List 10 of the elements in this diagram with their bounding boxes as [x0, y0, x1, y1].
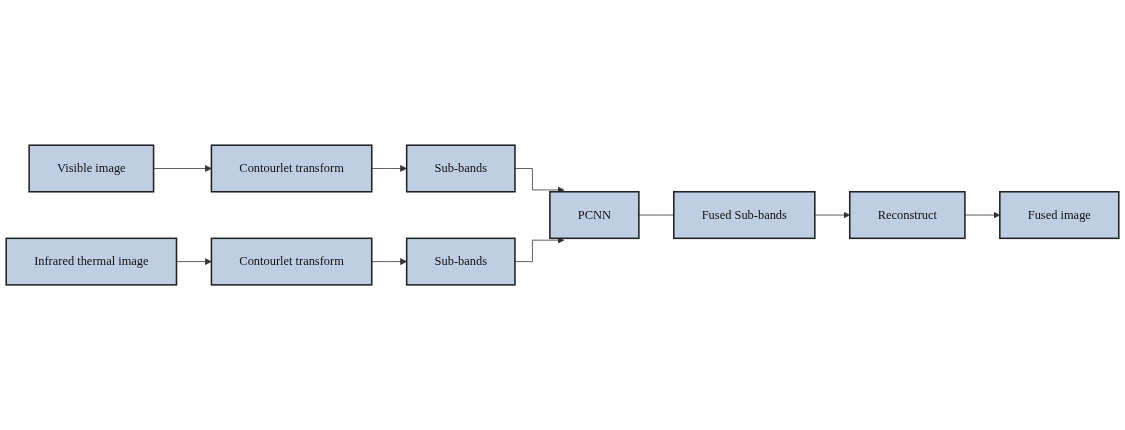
node-box: PCNN: [549, 190, 640, 240]
node-box: Visible image: [28, 144, 155, 193]
node-box: Fused image: [999, 190, 1120, 240]
node-box: Sub-bands: [405, 144, 516, 193]
node-box: Reconstruct: [848, 190, 966, 240]
node-box: Contourlet transform: [210, 237, 373, 286]
node-box: Sub-bands: [405, 237, 516, 286]
node-box: Infrared thermal image: [5, 237, 178, 286]
node-box: Contourlet transform: [210, 144, 373, 193]
node-box: Fused Sub-bands: [673, 190, 816, 240]
